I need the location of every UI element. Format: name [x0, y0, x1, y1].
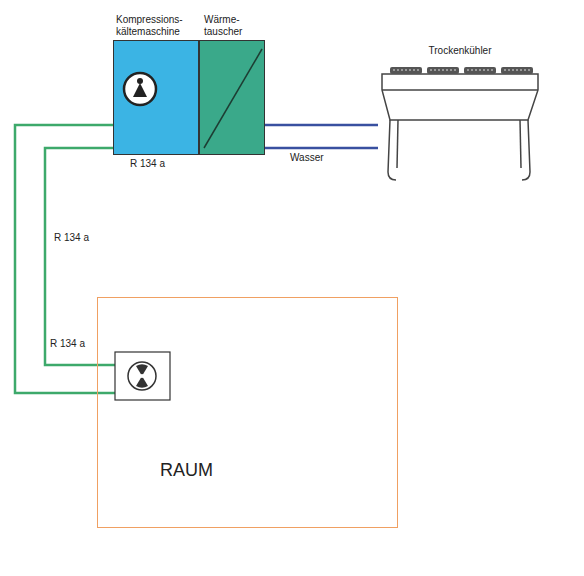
- heat-exchanger-box-symbol: [200, 41, 266, 156]
- refrigerant-line: [45, 148, 113, 365]
- refrigerant-label: R 134 a: [130, 158, 165, 170]
- heat-exchanger-box: Wärme- tauscher: [199, 40, 265, 155]
- dry-cooler-symbol: [378, 60, 542, 185]
- refrigerant-line: [15, 125, 113, 393]
- compressor-box-symbol: [114, 41, 200, 156]
- heading: Wärme- tauscher: [204, 14, 270, 37]
- refrigerant-line: [97, 392, 115, 395]
- room-outline: RAUM: [97, 297, 398, 528]
- compressor-box: Kompressions- kältemaschineR 134 a: [113, 40, 199, 155]
- refrigerant-label: R 134 a: [48, 338, 87, 350]
- dry-cooler: Trockenkühler: [378, 60, 542, 185]
- connector-layer: [15, 125, 378, 393]
- water-line: [265, 147, 378, 150]
- indoor-unit: [115, 352, 170, 400]
- line-label: Wasser: [288, 152, 326, 164]
- room-label: RAUM: [160, 460, 213, 481]
- heading: Trockenkühler: [378, 45, 542, 57]
- line-label: R 134 a: [52, 232, 91, 244]
- heading: Kompressions- kältemaschine: [116, 14, 206, 37]
- refrigerant-line: [97, 364, 115, 367]
- water-line: [265, 124, 378, 127]
